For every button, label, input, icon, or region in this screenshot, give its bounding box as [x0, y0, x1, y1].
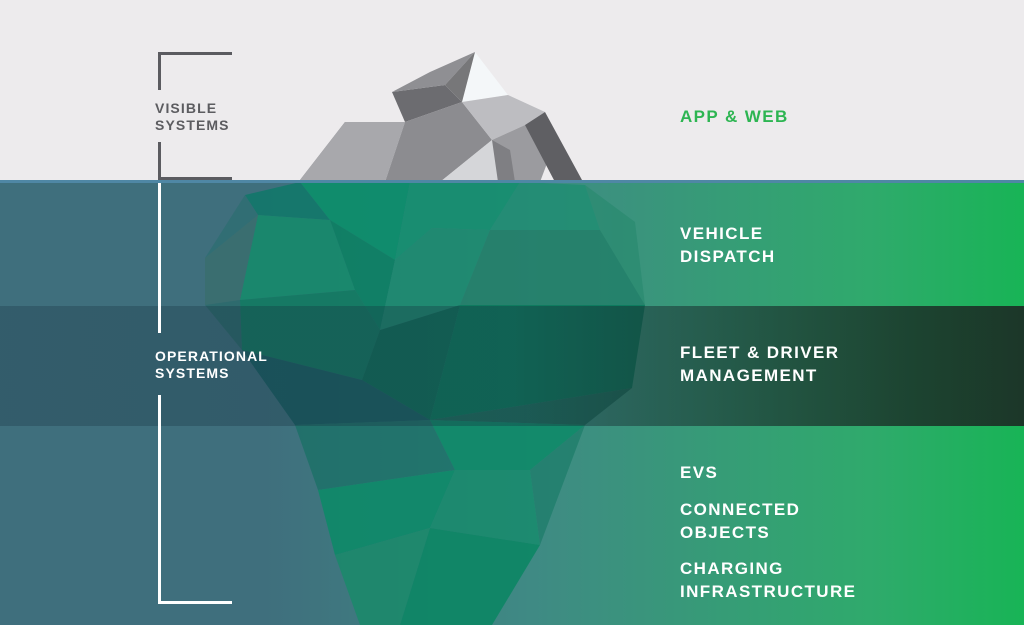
highlight-band [0, 306, 1024, 426]
bracket-top-cap [158, 52, 232, 55]
iceberg-tip [300, 52, 582, 182]
bracket-mid-vertical [158, 142, 161, 180]
bracket-top-vertical [158, 52, 161, 90]
visible-systems-label: VISIBLE SYSTEMS [155, 100, 230, 133]
layer-connected-objects: CONNECTED OBJECTS [680, 500, 801, 542]
waterline [0, 180, 1024, 183]
layer-app-web: APP & WEB [680, 107, 789, 126]
layer-fleet-driver-management: FLEET & DRIVER MANAGEMENT [680, 343, 840, 385]
layer-evs: EVS [680, 463, 719, 482]
layer-charging-infrastructure: CHARGING INFRASTRUCTURE [680, 559, 857, 601]
bracket-mid-cap [158, 177, 232, 180]
operational-systems-label: OPERATIONAL SYSTEMS [155, 348, 268, 381]
bracket-operational-upper [158, 183, 161, 333]
bracket-bottom-cap [158, 601, 232, 604]
layer-vehicle-dispatch: VEHICLE DISPATCH [680, 224, 776, 266]
bracket-operational-lower [158, 395, 161, 603]
